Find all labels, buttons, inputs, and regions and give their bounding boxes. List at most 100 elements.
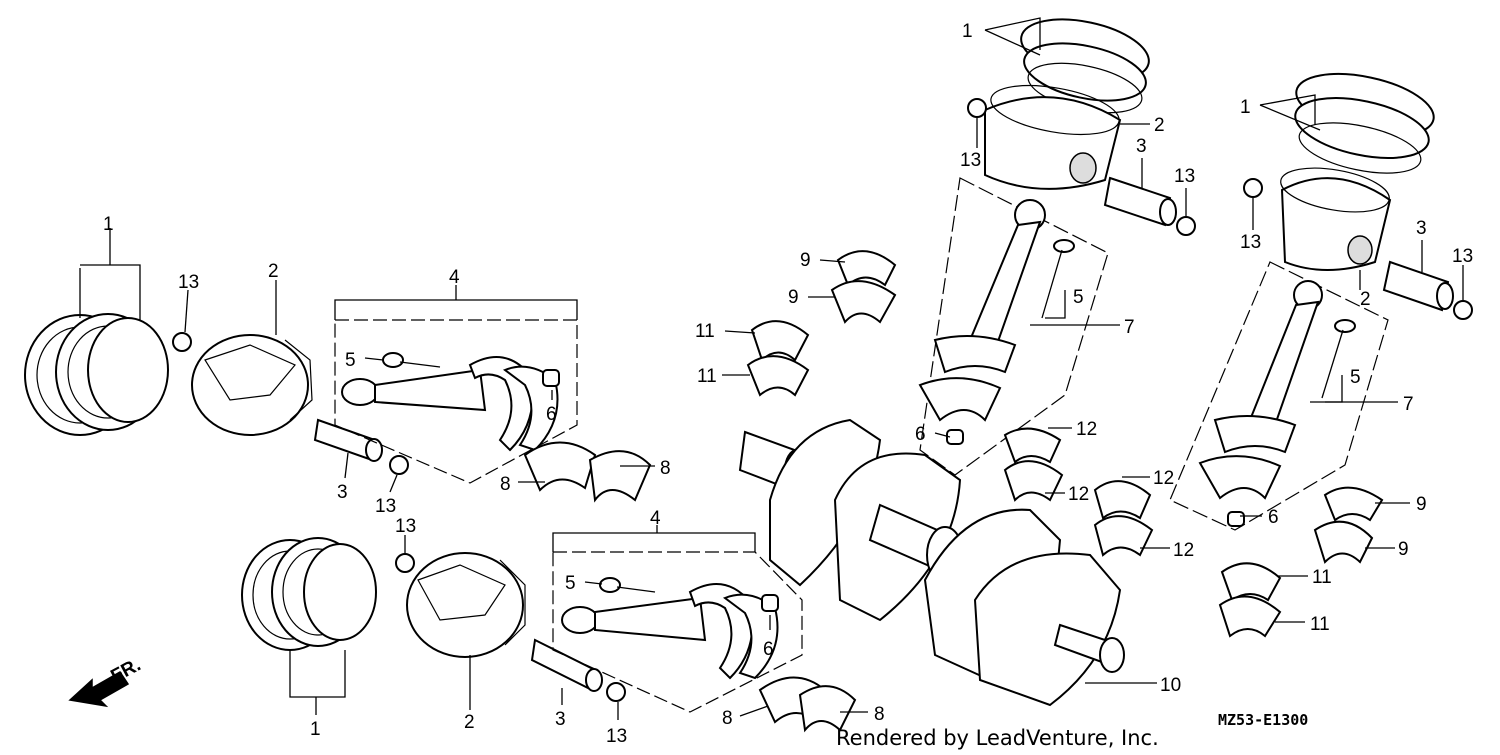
label-9: 9	[1398, 539, 1409, 560]
label-12: 12	[1076, 419, 1097, 440]
label-5: 5	[1350, 367, 1361, 388]
rod-assembly-box-upper	[334, 319, 578, 484]
label-8: 8	[660, 458, 671, 479]
label-2: 2	[1154, 115, 1165, 136]
label-12: 12	[1173, 540, 1194, 561]
label-13: 13	[178, 272, 199, 293]
main-bearing-12a[interactable]	[1003, 427, 1062, 464]
label-13: 13	[1240, 232, 1261, 253]
label-8: 8	[722, 708, 733, 729]
label-13: 13	[1174, 166, 1195, 187]
label-10: 10	[1160, 675, 1181, 696]
rod-bearing-left-upper-a[interactable]	[523, 441, 597, 492]
rod-bearing-right-9b[interactable]	[1313, 520, 1374, 564]
rod-bolt-right[interactable]	[1321, 319, 1356, 399]
label-13: 13	[606, 726, 627, 747]
label-11: 11	[1310, 614, 1330, 635]
credit-text: Rendered by LeadVenture, Inc.	[836, 726, 1159, 750]
label-2: 2	[464, 712, 475, 733]
label-5: 5	[1073, 287, 1084, 308]
label-13: 13	[960, 150, 981, 171]
label-13: 13	[1452, 246, 1473, 267]
label-11: 11	[695, 321, 715, 342]
label-11: 11	[1312, 567, 1332, 588]
piston-rings-left-lower[interactable]	[241, 537, 377, 651]
piston-rings-right[interactable]	[1290, 63, 1439, 182]
main-bearing-12c[interactable]	[1093, 480, 1152, 520]
rod-bolt-center[interactable]	[1041, 239, 1075, 319]
label-13: 13	[375, 496, 396, 517]
label-9: 9	[1416, 494, 1427, 515]
piston-left-lower[interactable]	[406, 552, 526, 658]
connecting-rod-left-upper[interactable]	[341, 356, 559, 452]
label-7: 7	[1124, 317, 1135, 338]
label-5: 5	[345, 350, 356, 371]
rod-nut-center[interactable]	[946, 429, 964, 445]
rod-nut-left-lower[interactable]	[761, 594, 779, 612]
label-11: 11	[697, 366, 717, 387]
label-3: 3	[337, 482, 348, 503]
clip-left-upper-a[interactable]	[172, 332, 192, 352]
label-2: 2	[1360, 289, 1371, 310]
crankshaft[interactable]	[738, 418, 1125, 707]
label-1: 1	[103, 214, 114, 235]
piston-center[interactable]	[984, 77, 1123, 190]
label-6: 6	[915, 424, 926, 445]
label-6: 6	[546, 404, 557, 425]
clip-left-upper-b[interactable]	[389, 455, 409, 475]
main-bearing-right-11a[interactable]	[1220, 562, 1282, 602]
main-bearing-center-11a[interactable]	[750, 320, 810, 362]
clip-right-a[interactable]	[1243, 178, 1263, 198]
label-9: 9	[800, 250, 811, 271]
clip-center-b[interactable]	[1176, 216, 1196, 236]
label-3: 3	[1136, 136, 1147, 157]
label-1: 1	[1240, 97, 1251, 118]
rod-bearing-center-9a[interactable]	[836, 250, 897, 287]
piston-left-upper[interactable]	[191, 334, 313, 436]
piston-rings-left-upper[interactable]	[24, 313, 169, 436]
connecting-rod-center[interactable]	[918, 199, 1046, 422]
rod-bearing-left-lower-b[interactable]	[798, 685, 857, 733]
label-3: 3	[555, 709, 566, 730]
label-8: 8	[500, 474, 511, 495]
rod-bolt-left-upper[interactable]	[382, 352, 441, 368]
rod-nut-left-upper[interactable]	[542, 369, 560, 387]
callout-labels: 1 13 2 4 5 6 3 13 8 8 13 4 5 6 1 2 3 13 …	[103, 21, 1473, 747]
rod-box-right	[1169, 261, 1389, 531]
front-arrow-icon	[68, 671, 130, 708]
connecting-rod-right[interactable]	[1198, 280, 1323, 500]
clip-left-lower-b[interactable]	[606, 682, 626, 702]
clip-right-b[interactable]	[1453, 300, 1473, 320]
rod-nut-right[interactable]	[1227, 511, 1245, 527]
main-bearing-right-11b[interactable]	[1218, 595, 1282, 638]
piston-pin-center[interactable]	[1103, 176, 1177, 227]
main-bearing-12b[interactable]	[1003, 460, 1064, 502]
label-3: 3	[1416, 218, 1427, 239]
label-12: 12	[1153, 468, 1174, 489]
label-8: 8	[874, 704, 885, 725]
main-bearing-12d[interactable]	[1093, 515, 1154, 557]
label-5: 5	[565, 573, 576, 594]
main-bearing-center-11b[interactable]	[746, 355, 810, 397]
rod-bolt-left-lower[interactable]	[599, 577, 656, 593]
connecting-rod-left-lower[interactable]	[561, 583, 779, 680]
leader-lines	[79, 17, 1464, 720]
label-9: 9	[788, 287, 799, 308]
label-7: 7	[1403, 394, 1414, 415]
rod-bearing-right-9a[interactable]	[1323, 486, 1384, 522]
piston-rings-center[interactable]	[1016, 9, 1155, 121]
label-12: 12	[1068, 484, 1089, 505]
piston-pin-left-lower[interactable]	[530, 638, 603, 692]
label-1: 1	[962, 21, 973, 42]
clip-center-a[interactable]	[967, 98, 987, 118]
rod-bearing-left-upper-b[interactable]	[588, 450, 652, 503]
label-6: 6	[763, 639, 774, 660]
clip-left-lower-a[interactable]	[395, 553, 415, 573]
label-13: 13	[395, 516, 416, 537]
piston-right[interactable]	[1277, 161, 1392, 271]
rod-bearing-center-9b[interactable]	[830, 280, 897, 324]
piston-pin-right[interactable]	[1382, 260, 1454, 312]
piston-pin-left-upper[interactable]	[313, 418, 383, 462]
label-4: 4	[449, 267, 460, 288]
